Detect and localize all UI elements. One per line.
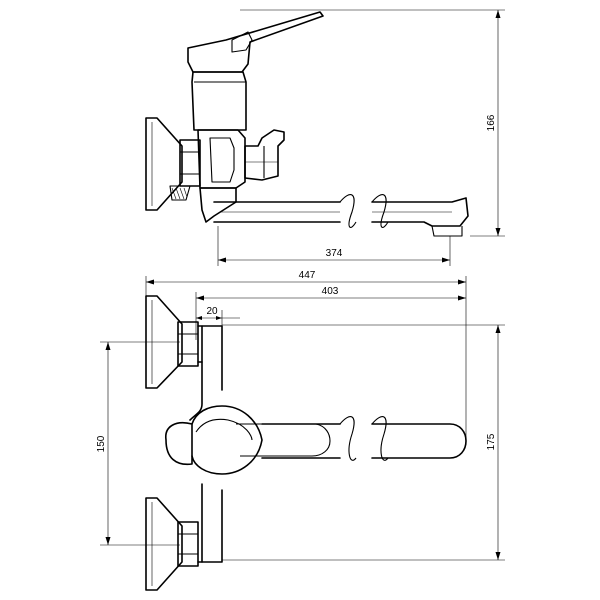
side-view: 166 374 <box>145 9 505 266</box>
dim-top-height: 175 <box>486 433 497 450</box>
dim-top-spout-length: 403 <box>322 286 339 297</box>
dim-top-center-distance: 150 <box>96 435 107 452</box>
dim-top-total-length: 447 <box>299 270 316 281</box>
dim-side-height: 166 <box>486 114 497 131</box>
dim-side-spout-length: 374 <box>326 248 343 259</box>
top-view: 447 403 20 175 150 <box>96 270 505 591</box>
dim-top-offset: 20 <box>206 306 218 317</box>
